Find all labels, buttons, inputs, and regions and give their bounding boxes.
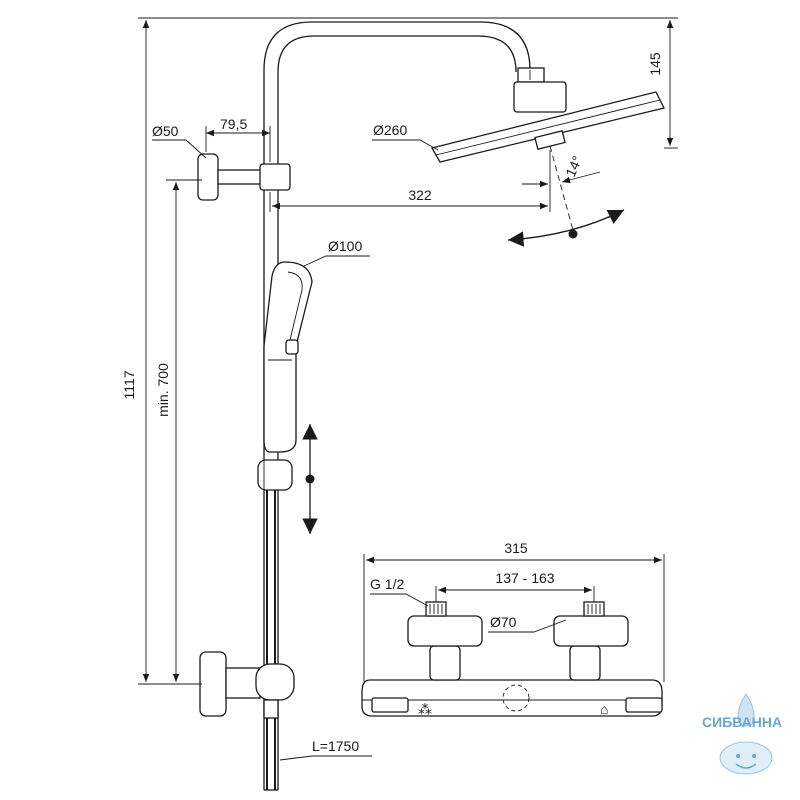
thermostatic-mixer: ⁂ ⌂ — [361, 601, 663, 717]
dim-cover-dia-label: Ø70 — [490, 614, 517, 630]
shower-hose — [266, 490, 276, 790]
dim-hand-shower-dia-label: Ø100 — [328, 238, 362, 254]
dim-cover-dia: Ø70 — [488, 614, 567, 633]
slide-arrow — [302, 424, 318, 534]
dim-hose-length: L=1750 — [279, 738, 372, 761]
dim-hose-length-label: L=1750 — [312, 738, 359, 754]
dim-flange-dia: Ø50 — [152, 123, 207, 159]
dim-wall-offset: 79,5 — [205, 116, 271, 162]
dim-inlet-thread: G 1/2 — [370, 576, 429, 607]
svg-text:⁂: ⁂ — [418, 701, 432, 717]
slider-holder — [257, 459, 293, 491]
dim-head-height: 145 — [647, 20, 678, 149]
dim-inlet-spacing: 137 - 163 — [435, 570, 595, 602]
watermark-brand: СИБВАННА — [702, 714, 782, 730]
dim-arm-reach-label: 322 — [408, 187, 432, 203]
hand-shower — [263, 261, 313, 453]
dim-tilt-angle-label: 14° — [562, 153, 585, 179]
dim-head-dia: Ø260 — [372, 122, 439, 151]
dim-head-dia-label: Ø260 — [373, 122, 407, 138]
svg-text:⌂: ⌂ — [600, 701, 608, 717]
dim-head-height-label: 145 — [647, 52, 663, 76]
dim-min-height: min. 700 — [155, 179, 202, 682]
head-rotation-arrow — [507, 209, 625, 247]
dim-min-height-label: min. 700 — [155, 363, 171, 417]
dim-flange-dia-label: Ø50 — [152, 123, 179, 139]
dim-inlet-spacing-label: 137 - 163 — [495, 570, 554, 586]
dim-wall-offset-label: 79,5 — [220, 116, 247, 132]
dim-mixer-width: 315 — [363, 540, 665, 682]
overhead-shower-head — [431, 67, 665, 163]
dim-arm-reach: 322 — [269, 150, 551, 212]
dim-inlet-thread-label: G 1/2 — [370, 576, 404, 592]
dim-total-height: 1117 — [121, 17, 678, 685]
dim-hand-shower-dia: Ø100 — [303, 238, 370, 267]
dim-total-height-label: 1117 — [121, 370, 137, 399]
watermark-logo: СИБВАННА — [702, 693, 782, 775]
wall-bracket-top — [197, 153, 291, 201]
wall-bracket-bottom — [199, 651, 295, 719]
dim-tilt-angle: 14° — [522, 145, 601, 235]
dim-mixer-width-label: 315 — [504, 540, 528, 556]
